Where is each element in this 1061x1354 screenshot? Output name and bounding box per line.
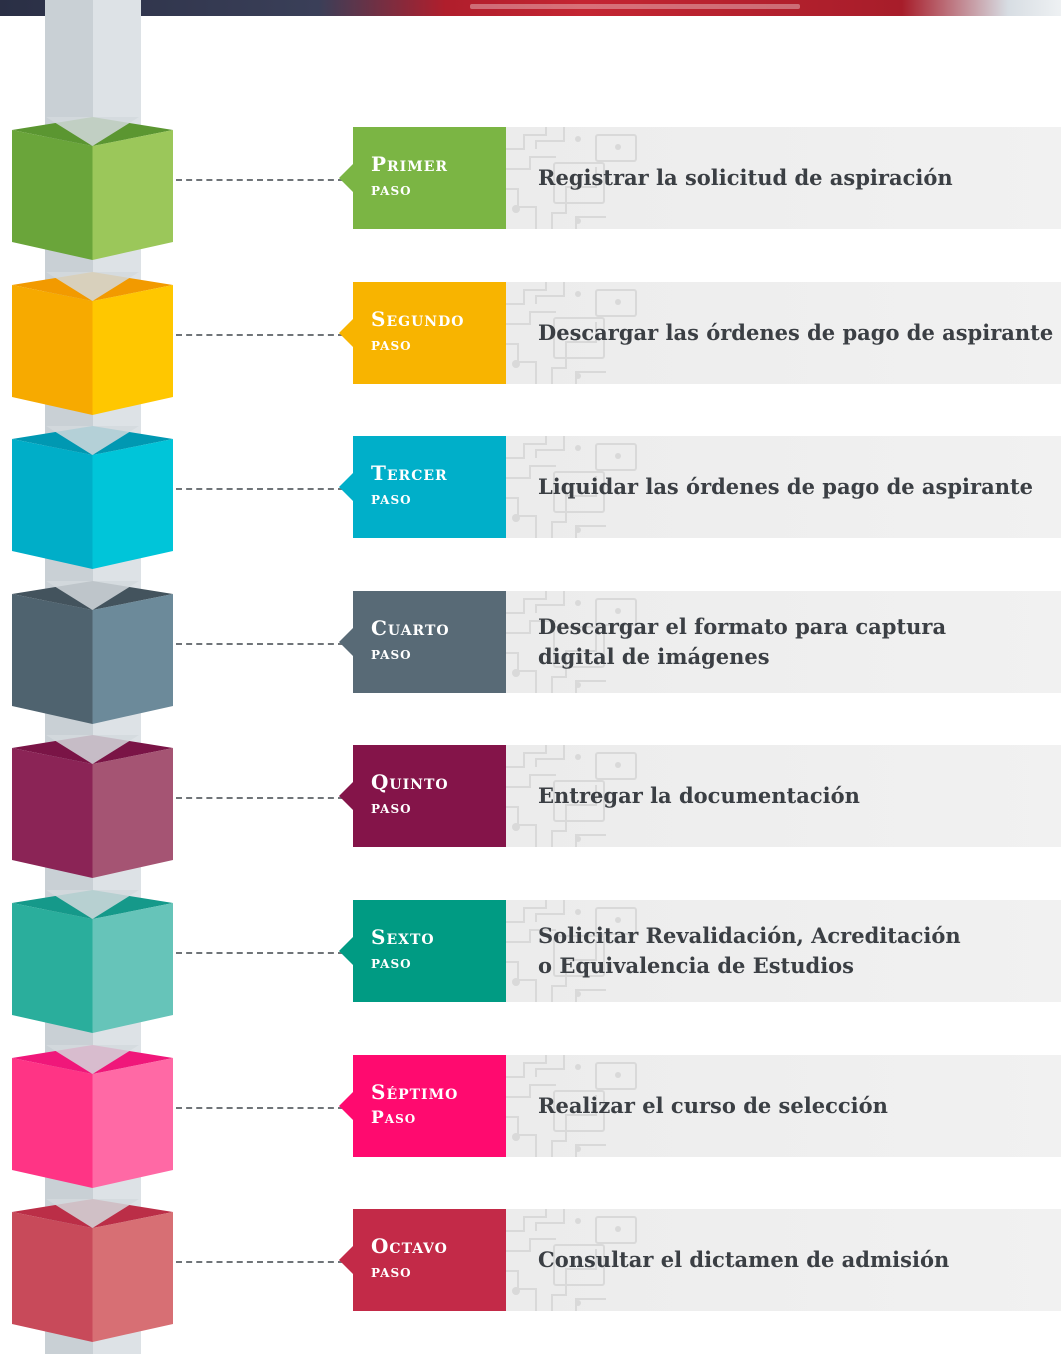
step-cube-icon bbox=[12, 1199, 173, 1342]
step-description: Liquidar las órdenes de pago de aspirant… bbox=[538, 474, 1034, 499]
step-panel[interactable]: Liquidar las órdenes de pago de aspirant… bbox=[506, 436, 1061, 538]
step-label-word: Séptimo bbox=[371, 1080, 459, 1104]
tag-notch bbox=[339, 1092, 353, 1120]
step-connector bbox=[176, 1107, 344, 1109]
step-label-word: Primer bbox=[371, 152, 449, 176]
step-label-paso: paso bbox=[371, 953, 412, 973]
step-connector bbox=[176, 952, 344, 954]
step-connector bbox=[176, 334, 344, 336]
step-connector bbox=[176, 179, 344, 181]
step-connector bbox=[176, 1261, 344, 1263]
circuit-pattern-icon bbox=[506, 900, 646, 1002]
step-cube-icon bbox=[12, 735, 173, 878]
tag-notch bbox=[339, 164, 353, 192]
step-label-paso: Paso bbox=[371, 1108, 417, 1128]
step-cube-icon bbox=[12, 426, 173, 569]
circuit-pattern-icon bbox=[506, 1055, 646, 1157]
tag-notch bbox=[339, 937, 353, 965]
step-panel[interactable]: Realizar el curso de selección bbox=[506, 1055, 1061, 1157]
step-description: Descargar las órdenes de pago de aspiran… bbox=[538, 320, 1054, 345]
step-cube-icon bbox=[12, 581, 173, 724]
step-tag[interactable]: Tercer paso bbox=[339, 436, 506, 538]
step-tag[interactable]: Octavo paso bbox=[339, 1209, 506, 1311]
step-label-word: Sexto bbox=[371, 925, 435, 949]
step-cube-icon bbox=[12, 1045, 173, 1188]
step-connector bbox=[176, 643, 344, 645]
tag-notch bbox=[339, 628, 353, 656]
step-cube-icon bbox=[12, 272, 173, 415]
step-label-word: Quinto bbox=[371, 770, 449, 794]
step-panel[interactable]: Entregar la documentación bbox=[506, 745, 1061, 847]
tag-notch bbox=[339, 319, 353, 347]
step-panel[interactable]: Descargar el formato para captura digita… bbox=[506, 591, 1061, 693]
circuit-pattern-icon bbox=[506, 1209, 646, 1311]
step-panel[interactable]: Consultar el dictamen de admisión bbox=[506, 1209, 1061, 1311]
step-cube-icon bbox=[12, 117, 173, 260]
step-label-paso: paso bbox=[371, 1262, 412, 1282]
circuit-pattern-icon bbox=[506, 591, 646, 693]
step-label-word: Tercer bbox=[371, 461, 448, 485]
step-label-paso: paso bbox=[371, 644, 412, 664]
tag-notch bbox=[339, 473, 353, 501]
step-label-paso: paso bbox=[371, 798, 412, 818]
banner-text-blur bbox=[470, 4, 800, 9]
step-description: Descargar el formato para captura digita… bbox=[538, 614, 947, 669]
step-tag[interactable]: Cuarto paso bbox=[339, 591, 506, 693]
step-tag[interactable]: Séptimo Paso bbox=[339, 1055, 506, 1157]
step-connector bbox=[176, 797, 344, 799]
step-panel[interactable]: Solicitar Revalidación, Acreditación o E… bbox=[506, 900, 1061, 1002]
step-label-word: Cuarto bbox=[371, 616, 450, 640]
tag-notch bbox=[339, 782, 353, 810]
step-label-paso: paso bbox=[371, 180, 412, 200]
step-cube-icon bbox=[12, 890, 173, 1033]
step-tag[interactable]: Sexto paso bbox=[339, 900, 506, 1002]
step-description: Registrar la solicitud de aspiración bbox=[538, 165, 953, 190]
circuit-pattern-icon bbox=[506, 282, 646, 384]
step-connector bbox=[176, 488, 344, 490]
step-description: Entregar la documentación bbox=[538, 783, 860, 808]
circuit-pattern-icon bbox=[506, 436, 646, 538]
circuit-pattern-icon bbox=[506, 127, 646, 229]
step-tag[interactable]: Primer paso bbox=[339, 127, 506, 229]
step-label-word: Octavo bbox=[371, 1234, 448, 1258]
step-panel[interactable]: Descargar las órdenes de pago de aspiran… bbox=[506, 282, 1061, 384]
header-banner-strip bbox=[0, 0, 1061, 16]
circuit-pattern-icon bbox=[506, 745, 646, 847]
tag-notch bbox=[339, 1246, 353, 1274]
step-panel[interactable]: Registrar la solicitud de aspiración bbox=[506, 127, 1061, 229]
step-label-paso: paso bbox=[371, 489, 412, 509]
step-description: Realizar el curso de selección bbox=[538, 1093, 888, 1118]
step-tag[interactable]: Quinto paso bbox=[339, 745, 506, 847]
step-description: Consultar el dictamen de admisión bbox=[538, 1247, 950, 1272]
step-label-paso: paso bbox=[371, 335, 412, 355]
step-description: Solicitar Revalidación, Acreditación o E… bbox=[538, 923, 961, 978]
step-label-word: Segundo bbox=[371, 307, 465, 331]
step-tag[interactable]: Segundo paso bbox=[339, 282, 506, 384]
